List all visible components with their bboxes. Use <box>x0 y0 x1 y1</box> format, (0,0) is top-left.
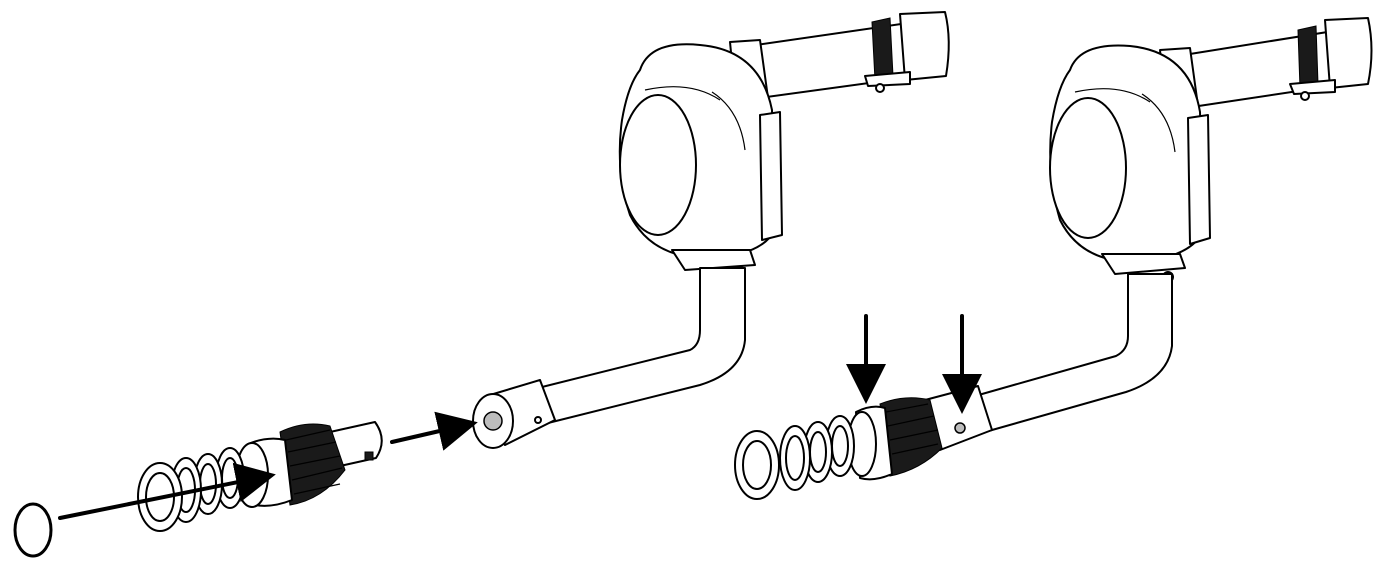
left-gun-assembly <box>13 11 950 558</box>
o-ring-callout <box>13 502 53 558</box>
insert-o-ring-arrow <box>58 462 276 520</box>
right-cartridge <box>847 397 943 481</box>
right-elbow-tube <box>967 273 1173 433</box>
right-gun-assembly <box>734 17 1373 500</box>
insert-cartridge-arrow <box>390 411 478 451</box>
left-elbow-tube <box>520 267 746 428</box>
left-cartridge <box>235 421 383 508</box>
right-housing <box>1049 44 1211 283</box>
left-housing <box>618 43 783 278</box>
left-sleeve <box>472 379 556 449</box>
right-seal-rings <box>734 415 855 500</box>
left-seal-rings <box>137 447 245 532</box>
